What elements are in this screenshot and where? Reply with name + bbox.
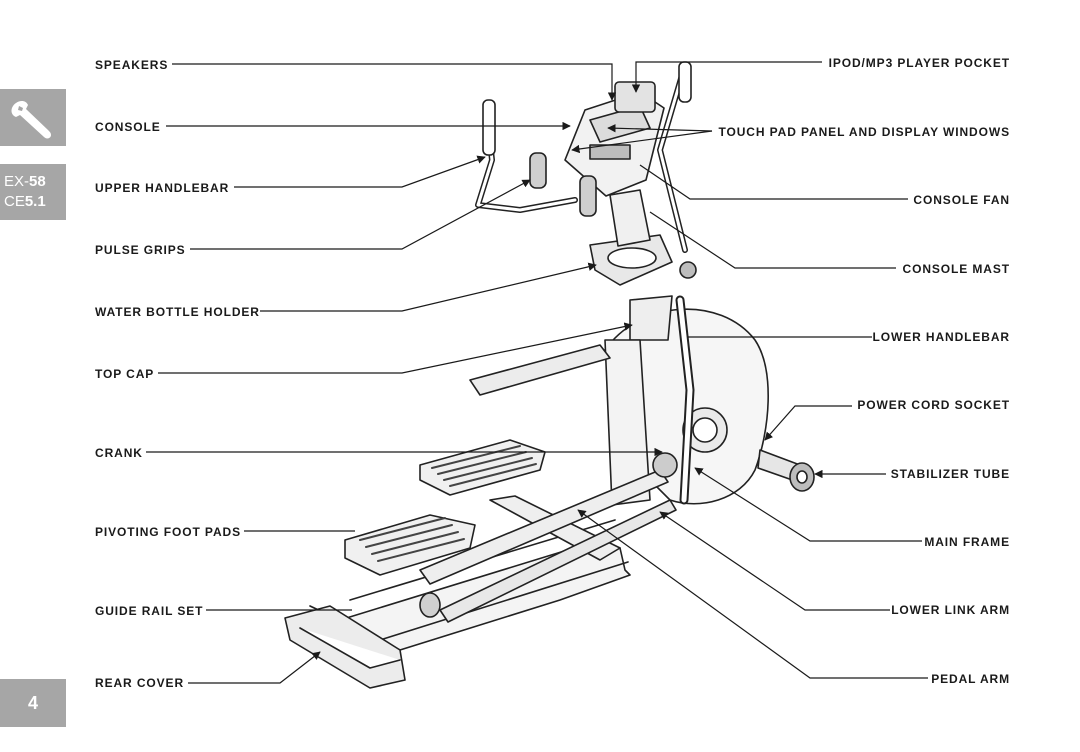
label-console-fan: CONSOLE FAN — [913, 193, 1010, 207]
label-pulse-grips: PULSE GRIPS — [95, 243, 186, 257]
label-stabilizer-tube: STABILIZER TUBE — [890, 467, 1010, 481]
elliptical-machine — [284, 61, 815, 689]
model-prefix-1: EX- — [4, 173, 30, 190]
model-number-1: 58 — [29, 173, 46, 190]
label-lower-link-arm: LOWER LINK ARM — [891, 603, 1010, 617]
label-ipod-pocket: IPOD/MP3 PLAYER POCKET — [828, 56, 1010, 70]
label-console: CONSOLE — [95, 120, 161, 134]
label-speakers: SPEAKERS — [95, 58, 169, 72]
page-number: 4 — [0, 679, 66, 727]
model-number-2: 5.1 — [24, 193, 46, 210]
label-power-cord-socket: POWER CORD SOCKET — [857, 398, 1010, 412]
label-top-cap: TOP CAP — [95, 367, 155, 381]
label-rear-cover: REAR COVER — [95, 676, 185, 690]
label-console-mast: CONSOLE MAST — [902, 262, 1010, 276]
label-pivoting-foot-pads: PIVOTING FOOT PADS — [95, 525, 241, 539]
label-pedal-arm: PEDAL ARM — [931, 672, 1010, 686]
label-lower-handlebar: LOWER HANDLEBAR — [872, 330, 1010, 344]
label-upper-handlebar: UPPER HANDLEBAR — [95, 181, 230, 195]
label-main-frame: MAIN FRAME — [924, 535, 1010, 549]
label-water-bottle-holder: WATER BOTTLE HOLDER — [95, 305, 260, 319]
model-tab: EX-58 CE5.1 — [0, 164, 66, 220]
wrench-icon — [11, 100, 51, 139]
leader-lines-left — [146, 63, 663, 684]
leader-lines-right — [571, 61, 928, 679]
label-crank: CRANK — [95, 446, 143, 460]
label-touch-pad-panel: TOUCH PAD PANEL AND DISPLAY WINDOWS — [718, 125, 1010, 139]
label-guide-rail-set: GUIDE RAIL SET — [95, 604, 204, 618]
tools-tab — [0, 89, 66, 146]
model-prefix-2: CE — [4, 193, 25, 210]
